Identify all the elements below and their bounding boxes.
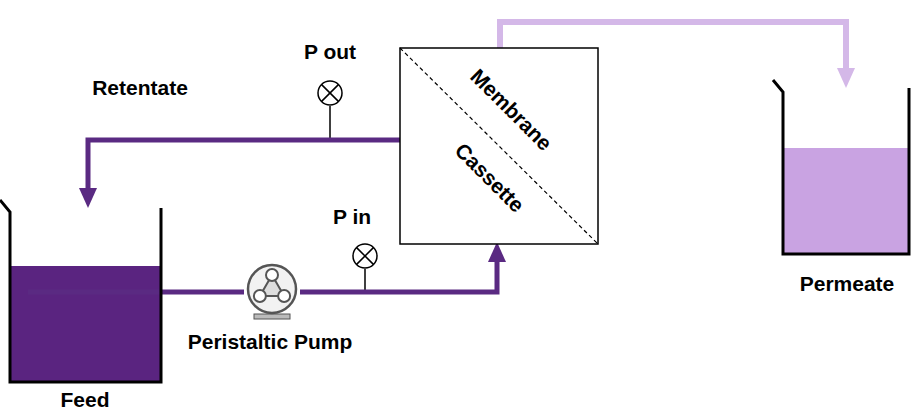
edge-label: Retentate [90, 76, 190, 100]
feed-beaker-shape [8, 206, 163, 384]
node-label: Peristaltic Pump [188, 330, 353, 353]
gauge-cross [357, 248, 374, 265]
pressure-gauge: P in [352, 243, 378, 269]
beaker-outline [773, 80, 909, 254]
pressure-gauge [353, 244, 377, 268]
cassette-box [400, 48, 598, 244]
feed-pipe [28, 290, 163, 295]
pressure-gauge-shape [317, 80, 343, 106]
pump-roller [266, 269, 278, 281]
feed-beaker: Feed [8, 206, 163, 384]
pump-base [254, 314, 290, 319]
node-label: Feed [60, 388, 109, 411]
gauge-cross [322, 85, 339, 102]
node-label: P in [333, 205, 371, 228]
flow-line [163, 290, 244, 295]
membrane-cassette-shape [400, 48, 598, 244]
beaker-outline [0, 200, 161, 382]
pump-roller [254, 290, 266, 302]
peristaltic-pump-shape [244, 262, 300, 320]
peristaltic-pump: Peristaltic Pump [244, 262, 300, 320]
flow-line [300, 254, 497, 292]
membrane-line [400, 48, 598, 244]
node-label: Permeate [800, 272, 895, 295]
liquid [784, 148, 908, 253]
pressure-gauge-shape [352, 243, 378, 269]
permeate-beaker-shape [781, 86, 911, 256]
gauge-stem [329, 106, 331, 140]
liquid [11, 266, 160, 381]
membrane-cassette: MembraneCassette [400, 48, 598, 244]
pressure-gauge: P out [317, 80, 343, 106]
pump-housing [248, 265, 296, 313]
pump-roller [278, 290, 290, 302]
pressure-gauge [318, 81, 342, 105]
node-label: P out [304, 40, 356, 63]
permeate-beaker: Permeate [781, 86, 911, 256]
flow-line [88, 140, 400, 196]
gauge-stem [364, 269, 366, 292]
